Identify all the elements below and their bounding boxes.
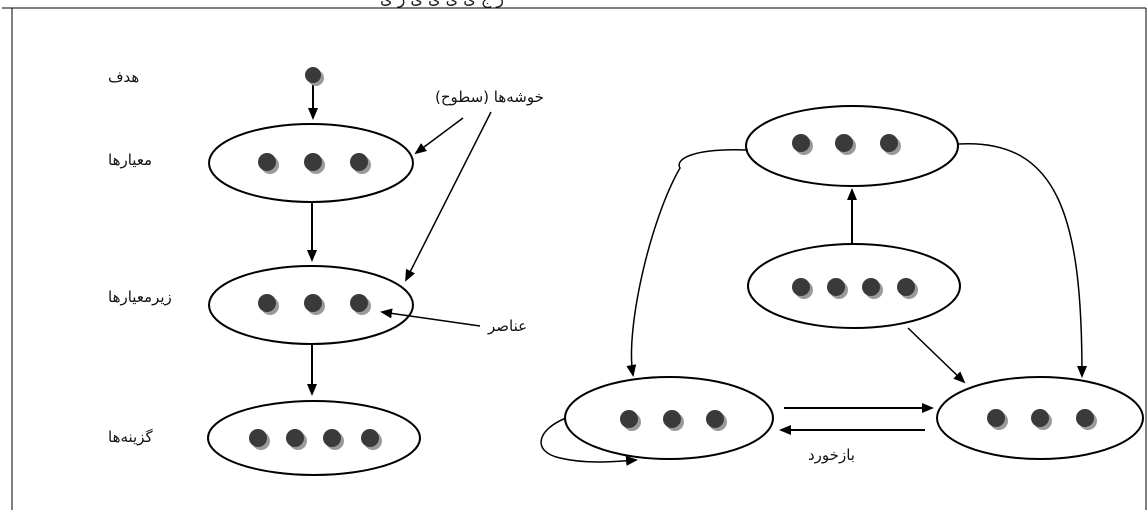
subcriteria-node [350,294,368,312]
network-node [1076,409,1094,427]
network-node [1031,409,1049,427]
criteria-node [258,153,276,171]
subcriteria-nodes [258,294,371,315]
goal-node [305,67,321,83]
network-node [792,278,810,296]
network-node [706,410,724,428]
network-bottom-left-nodes [620,410,727,431]
criteria-node [350,153,368,171]
criteria-node [304,153,322,171]
network-node [792,134,810,152]
network-node [663,410,681,428]
network-bottom-right-ellipse [936,376,1144,460]
alternatives-label: گزینه‌ها [108,428,153,446]
goal-node-group [305,67,324,86]
top-to-bottom-right-arrow [957,143,1087,378]
middle-to-bottom-right-arrow [907,327,966,384]
alternative-node [361,429,379,447]
network-top-ellipse [745,105,959,187]
alternatives-nodes [249,429,382,450]
criteria-ellipse [208,123,414,203]
self-loop-arrow [540,417,638,466]
subcriteria-node [258,294,276,312]
clusters-pointer-arrow-2 [405,111,492,282]
header-fragment: ز ج ی ی ی ی ز ی [380,0,504,8]
alternative-node [323,429,341,447]
subcriteria-ellipse [208,265,414,345]
network-top-nodes [792,134,901,155]
criteria-nodes [258,153,371,174]
criteria-label: معیارها [108,151,153,169]
elements-pointer-arrow [380,308,481,327]
network-node [620,410,638,428]
subcriteria-label: زیرمعیارها [108,288,172,306]
network-node [835,134,853,152]
alternatives-ellipse [207,400,421,476]
network-node [897,278,915,296]
clusters-label: خوشه‌ها (سطوح) [435,88,544,106]
clusters-pointer-arrow-1 [414,117,464,155]
network-node [987,409,1005,427]
goal-label: هدف [108,68,140,86]
feedback-label: بازخورد [808,446,855,464]
network-node [862,278,880,296]
network-node [827,278,845,296]
subcriteria-node [304,294,322,312]
network-bottom-right-nodes [987,409,1097,430]
elements-label: عناصر [488,317,528,335]
network-middle-ellipse [747,243,961,329]
top-to-bottom-left-arrow [626,149,749,377]
alternative-node [286,429,304,447]
network-middle-nodes [792,278,918,299]
network-node [880,134,898,152]
alternative-node [249,429,267,447]
